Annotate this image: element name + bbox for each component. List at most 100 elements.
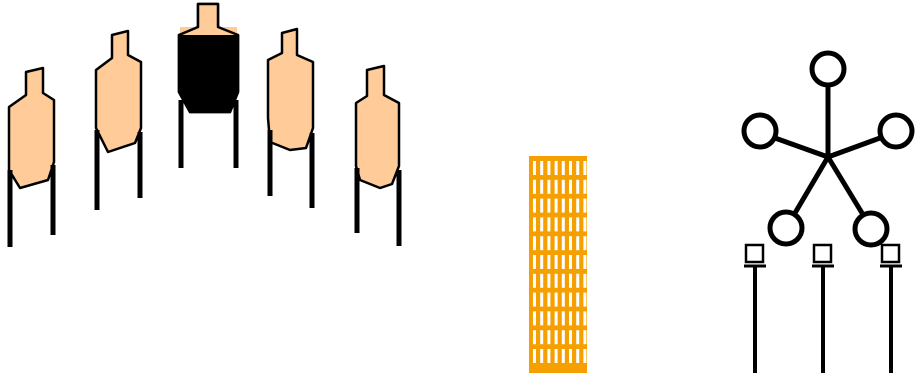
grate-slot bbox=[540, 161, 544, 175]
grate-slot bbox=[540, 311, 544, 326]
grate-slot bbox=[554, 349, 558, 363]
grate-slot bbox=[583, 311, 587, 326]
grate-slot bbox=[540, 349, 544, 363]
grate-slot bbox=[569, 255, 572, 269]
grate-slots bbox=[533, 161, 587, 363]
grate-slot bbox=[569, 217, 572, 232]
grate-slot bbox=[569, 349, 572, 363]
grate-slot bbox=[533, 179, 536, 194]
grate-slot bbox=[569, 330, 572, 345]
grate-slot bbox=[576, 198, 580, 213]
feed-point-3[interactable] bbox=[880, 243, 902, 373]
grate-slot bbox=[540, 273, 544, 288]
grate-slot bbox=[533, 161, 536, 175]
grate-slot bbox=[583, 179, 587, 194]
grate-slot bbox=[576, 292, 580, 307]
grate-slot bbox=[576, 255, 580, 269]
grate-slot bbox=[554, 311, 558, 326]
grate-slot bbox=[576, 161, 580, 175]
silo-2-body bbox=[94, 29, 143, 154]
silo-4-body bbox=[266, 27, 315, 152]
grate-slot bbox=[561, 311, 565, 326]
grate-slot bbox=[533, 330, 536, 345]
feed-point-2[interactable] bbox=[812, 243, 834, 373]
grate-slot bbox=[554, 179, 558, 194]
grate-slot bbox=[569, 198, 572, 213]
grate-slot bbox=[533, 273, 536, 288]
grate-slot bbox=[540, 292, 544, 307]
silo-5[interactable] bbox=[354, 64, 402, 246]
grate-slot bbox=[561, 292, 565, 307]
feed-point-icon bbox=[744, 243, 765, 264]
feed-point-1[interactable] bbox=[744, 243, 766, 373]
grate-slot bbox=[569, 161, 572, 175]
grate-slot bbox=[533, 349, 536, 363]
feed-point-icon bbox=[812, 243, 833, 264]
grate-slot bbox=[547, 273, 551, 288]
grate-slot bbox=[561, 198, 565, 213]
grate-slot bbox=[533, 217, 536, 232]
feed-point-icon bbox=[880, 243, 901, 264]
grate-slot bbox=[583, 273, 587, 288]
distributor-arm-lower-right bbox=[825, 155, 865, 215]
silo-3-top-band bbox=[180, 27, 237, 35]
silo-4[interactable] bbox=[266, 27, 315, 208]
grate-slot bbox=[554, 198, 558, 213]
grate-slot bbox=[569, 236, 572, 251]
grate-slot bbox=[554, 161, 558, 175]
grate-slot bbox=[540, 217, 544, 232]
grate-slot bbox=[533, 255, 536, 269]
grate-slot bbox=[547, 330, 551, 345]
distributor-outlet-top bbox=[809, 50, 847, 88]
distributor-outlet-left bbox=[741, 112, 779, 150]
distributor-outlet-right bbox=[877, 112, 915, 150]
silo-1[interactable] bbox=[7, 66, 56, 247]
grate-slot bbox=[561, 273, 565, 288]
grate-slot bbox=[561, 161, 565, 175]
silo-1-body bbox=[7, 66, 56, 190]
grate-slot bbox=[576, 273, 580, 288]
grate-slot bbox=[540, 179, 544, 194]
grate-slot bbox=[554, 236, 558, 251]
grate-slot bbox=[561, 179, 565, 194]
grate-slot bbox=[561, 236, 565, 251]
grate-slot bbox=[540, 255, 544, 269]
silo-3[interactable] bbox=[177, 2, 240, 168]
grate-slot bbox=[583, 217, 587, 232]
five-way-distributor-icon[interactable] bbox=[741, 50, 915, 248]
grate-slot bbox=[583, 330, 587, 345]
grate-slot bbox=[561, 217, 565, 232]
grate-slot bbox=[547, 236, 551, 251]
distributor-arm-left bbox=[774, 135, 829, 160]
grate-slot bbox=[561, 255, 565, 269]
distributor-arm-lower-left bbox=[792, 155, 831, 215]
grate-panel[interactable] bbox=[529, 156, 587, 373]
grate-slot bbox=[583, 198, 587, 213]
grate-slot bbox=[554, 255, 558, 269]
grate-slot bbox=[554, 273, 558, 288]
grate-slot bbox=[547, 161, 551, 175]
grate-slot bbox=[547, 217, 551, 232]
grate-slot bbox=[540, 198, 544, 213]
silo-2[interactable] bbox=[94, 29, 143, 210]
grate-slot bbox=[561, 349, 565, 363]
grate-slot bbox=[576, 179, 580, 194]
grate-slot bbox=[583, 255, 587, 269]
grate-slot bbox=[547, 179, 551, 194]
silo-5-body bbox=[354, 64, 401, 190]
grate-slot bbox=[554, 292, 558, 307]
grate-slot bbox=[547, 255, 551, 269]
grate-slot bbox=[540, 330, 544, 345]
silo-3-neck bbox=[199, 5, 217, 27]
grate-slot bbox=[569, 273, 572, 288]
grate-slot bbox=[533, 236, 536, 251]
grate-slot bbox=[583, 292, 587, 307]
grate-slot bbox=[576, 311, 580, 326]
grate-slot bbox=[547, 292, 551, 307]
distributor-outlet-lower-right bbox=[852, 210, 890, 248]
grate-slot bbox=[576, 330, 580, 345]
grate-slot bbox=[583, 161, 587, 175]
grate-slot bbox=[533, 198, 536, 213]
distributor-outlet-lower-left bbox=[767, 209, 805, 247]
